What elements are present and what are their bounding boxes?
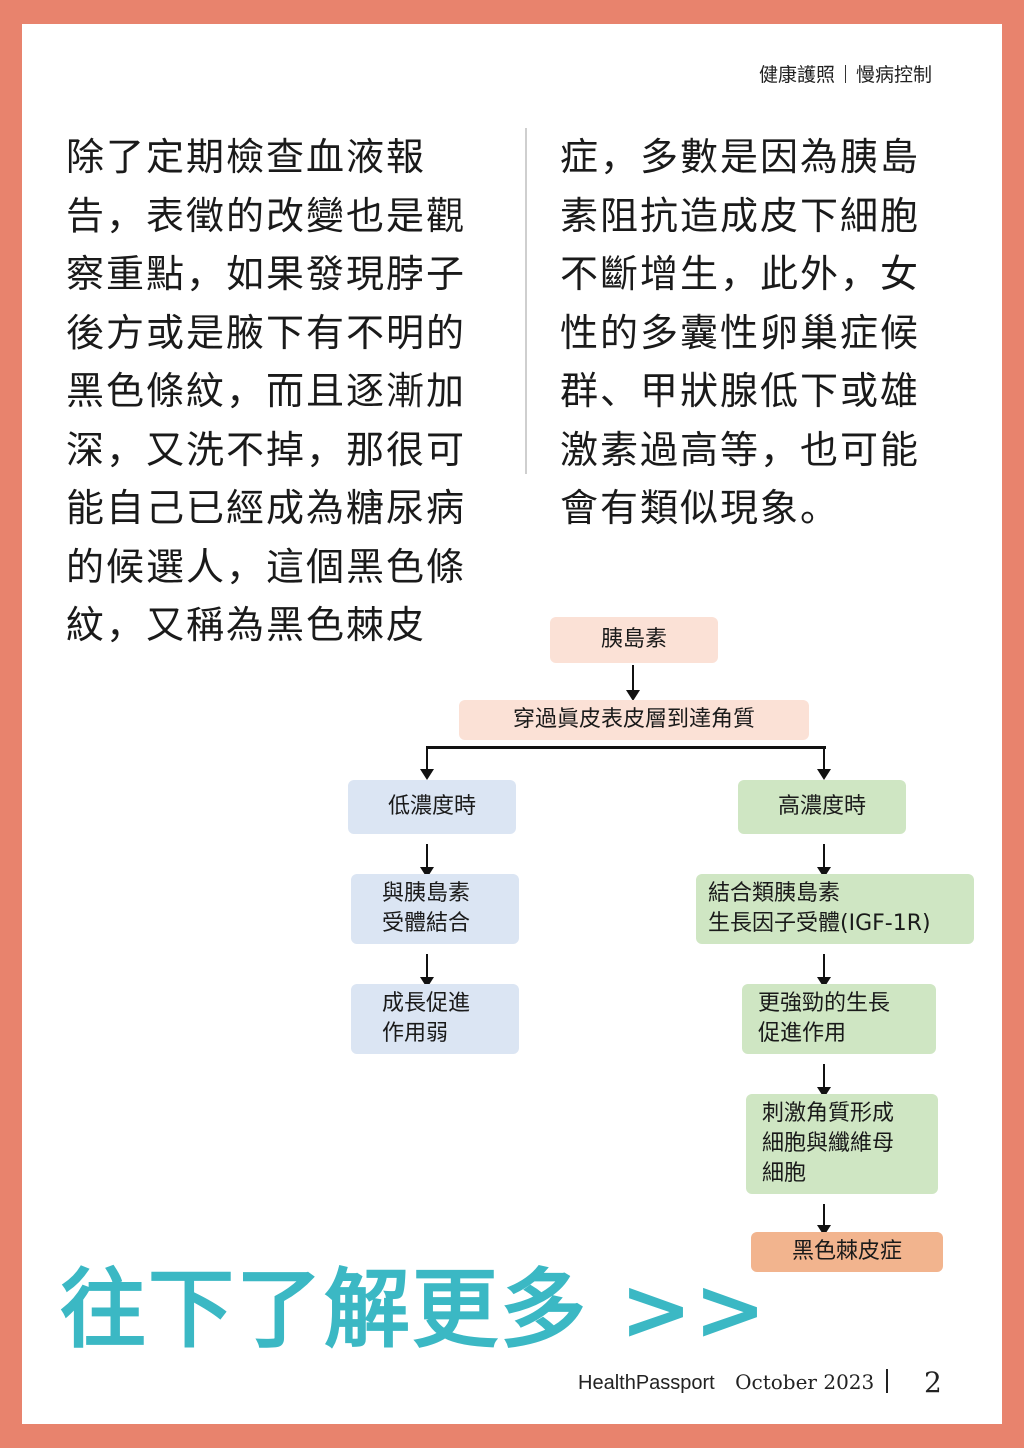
flow-low-bind-box: 與胰島素 受體結合 xyxy=(351,874,519,944)
flow-arrow xyxy=(817,1064,831,1098)
flow-high-strong-growth-box: 更強勁的生長 促進作用 xyxy=(742,984,936,1054)
header-section: 健康護照 xyxy=(758,64,835,86)
flow-arrow xyxy=(817,746,831,780)
flow-split-line xyxy=(426,746,826,749)
flow-arrow xyxy=(420,746,434,780)
page-footer: HealthPassport October 2023 xyxy=(578,1369,889,1395)
flow-insulin-box: 胰島素 xyxy=(550,617,718,663)
flow-arrow xyxy=(420,844,434,878)
flow-high-igf1r-box: 結合類胰島素 生長因子受體(IGF-1R) xyxy=(696,874,974,944)
flow-low-weak-growth-box: 成長促進 作用弱 xyxy=(351,984,519,1054)
body-left-column: 除了定期檢查血液報 告，表徵的改變也是觀 察重點，如果發現脖子 後方或是腋下有不… xyxy=(66,135,467,647)
footer-issue: October 2023 xyxy=(735,1370,875,1394)
flow-arrow xyxy=(626,665,640,701)
page-header: 健康護照慢病控制 xyxy=(759,60,932,87)
flow-arrow xyxy=(817,1204,831,1236)
read-more-link[interactable]: 往下了解更多 >> xyxy=(60,1260,769,1360)
footer-divider xyxy=(886,1369,889,1393)
flow-arrow xyxy=(420,954,434,988)
page-number: 2 xyxy=(924,1366,942,1399)
page: 健康護照慢病控制 除了定期檢查血液報 告，表徵的改變也是觀 察重點，如果發現脖子… xyxy=(22,24,1002,1424)
body-right-column: 症，多數是因為胰島 素阻抗造成皮下細胞 不斷增生，此外，女 性的多囊性卵巢症候 … xyxy=(560,135,921,530)
flow-low-concentration-box: 低濃度時 xyxy=(348,780,516,834)
header-topic: 慢病控制 xyxy=(855,64,932,86)
column-divider xyxy=(525,128,527,474)
flow-high-stimulate-box: 刺激角質形成 細胞與纖維母 細胞 xyxy=(746,1094,938,1194)
flow-arrow xyxy=(817,844,831,878)
flow-acanthosis-box: 黑色棘皮症 xyxy=(751,1232,943,1272)
flow-arrow xyxy=(817,954,831,988)
footer-brand: HealthPassport xyxy=(578,1372,715,1394)
flow-penetrate-box: 穿過眞皮表皮層到達角質 xyxy=(459,700,809,740)
flow-high-concentration-box: 高濃度時 xyxy=(738,780,906,834)
header-divider xyxy=(844,65,846,83)
